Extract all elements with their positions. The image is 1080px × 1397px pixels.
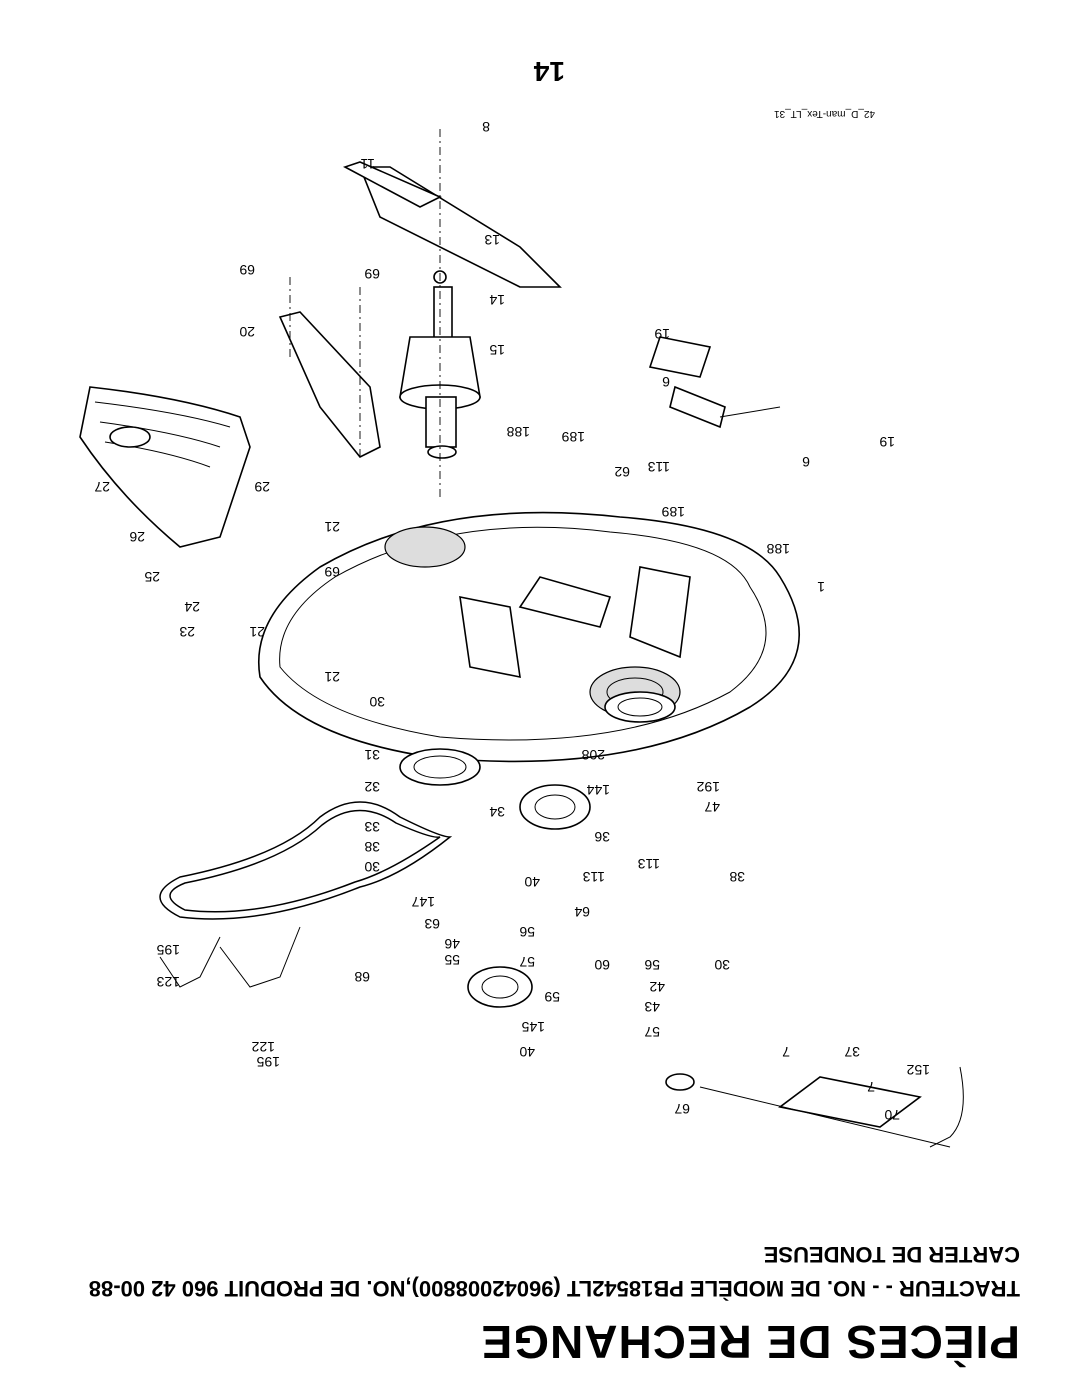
callout-32: 32 (364, 779, 380, 795)
callout-6b: 6 (802, 454, 810, 470)
callout-19a: 19 (654, 326, 670, 342)
idler-pulley-36 (519, 784, 591, 830)
callout-38a: 38 (364, 839, 380, 855)
callout-1: 1 (817, 579, 825, 595)
callout-14: 14 (489, 292, 505, 308)
callout-33: 33 (364, 819, 380, 835)
deck-lift-assembly (665, 1066, 964, 1148)
callout-145: 145 (521, 1019, 545, 1035)
callout-59: 59 (544, 989, 560, 1005)
callout-30a: 30 (369, 694, 385, 710)
callout-67: 67 (674, 1101, 690, 1117)
callout-15: 15 (489, 342, 505, 358)
callout-69a: 69 (239, 262, 255, 278)
callout-7b: 7 (867, 1079, 875, 1095)
callout-60: 60 (594, 957, 610, 973)
deflector-bracket (278, 277, 381, 459)
callout-56a: 56 (519, 924, 535, 940)
callout-27: 27 (94, 479, 110, 495)
callout-144: 144 (586, 782, 610, 798)
callout-64: 64 (574, 904, 590, 920)
center-pulley (604, 691, 676, 723)
callout-62: 62 (614, 464, 630, 480)
callout-19b: 19 (879, 434, 895, 450)
callout-30b: 30 (364, 859, 380, 875)
callout-8: 8 (482, 119, 490, 135)
drive-belt (159, 801, 453, 920)
callout-123: 123 (156, 974, 180, 990)
callout-113a: 113 (647, 459, 670, 475)
left-pulley (399, 748, 481, 786)
callout-42: 42 (649, 979, 665, 995)
belt-guides (159, 926, 301, 988)
callout-43: 43 (644, 999, 660, 1015)
callout-188b: 188 (766, 541, 790, 557)
callout-189a: 189 (561, 429, 585, 445)
callout-56b: 56 (644, 957, 660, 973)
callout-36: 36 (594, 829, 610, 845)
callout-46: 46 (444, 936, 460, 952)
callout-55: 55 (444, 952, 460, 968)
callout-6a: 6 (662, 374, 670, 390)
callout-69c: 69 (324, 564, 340, 580)
callout-20: 20 (239, 324, 255, 340)
callout-11: 11 (360, 156, 375, 172)
callout-57a: 57 (519, 954, 535, 970)
callout-69b: 69 (364, 266, 380, 282)
callout-38b: 38 (729, 869, 745, 885)
callout-195a: 195 (156, 942, 180, 958)
callout-21a: 21 (324, 519, 340, 535)
callout-113c: 113 (582, 869, 605, 885)
callout-29: 29 (254, 479, 270, 495)
callout-24: 24 (184, 599, 200, 615)
blade-assembly (342, 161, 562, 288)
callout-195b: 195 (256, 1054, 280, 1070)
callout-57b: 57 (644, 1024, 660, 1040)
callout-21c: 21 (324, 669, 340, 685)
callout-122: 122 (251, 1039, 275, 1055)
callout-40b: 40 (519, 1044, 535, 1060)
callout-26: 26 (129, 529, 145, 545)
callout-192: 192 (696, 779, 720, 795)
callout-152: 152 (906, 1062, 930, 1078)
idler-brackets (648, 336, 781, 429)
idler-pulley-145 (467, 966, 533, 1008)
callout-31: 31 (364, 747, 380, 763)
callout-40a: 40 (524, 874, 540, 890)
callout-63: 63 (424, 916, 440, 932)
callout-68: 68 (354, 969, 370, 985)
discharge-deflector (79, 386, 251, 548)
callout-23: 23 (179, 624, 195, 640)
callout-70: 70 (884, 1107, 900, 1123)
callout-47: 47 (704, 799, 720, 815)
callout-30c: 30 (714, 957, 730, 973)
callout-34: 34 (489, 804, 505, 820)
callout-25: 25 (144, 569, 160, 585)
callout-188a: 188 (506, 424, 530, 440)
callout-21b: 21 (249, 624, 265, 640)
callout-113b: 113 (637, 856, 660, 872)
callout-37: 37 (844, 1044, 860, 1060)
callout-189b: 189 (661, 504, 685, 520)
callout-13: 13 (484, 232, 500, 248)
callout-208: 208 (581, 747, 605, 763)
callout-147: 147 (411, 894, 435, 910)
callout-7a: 7 (782, 1044, 790, 1060)
